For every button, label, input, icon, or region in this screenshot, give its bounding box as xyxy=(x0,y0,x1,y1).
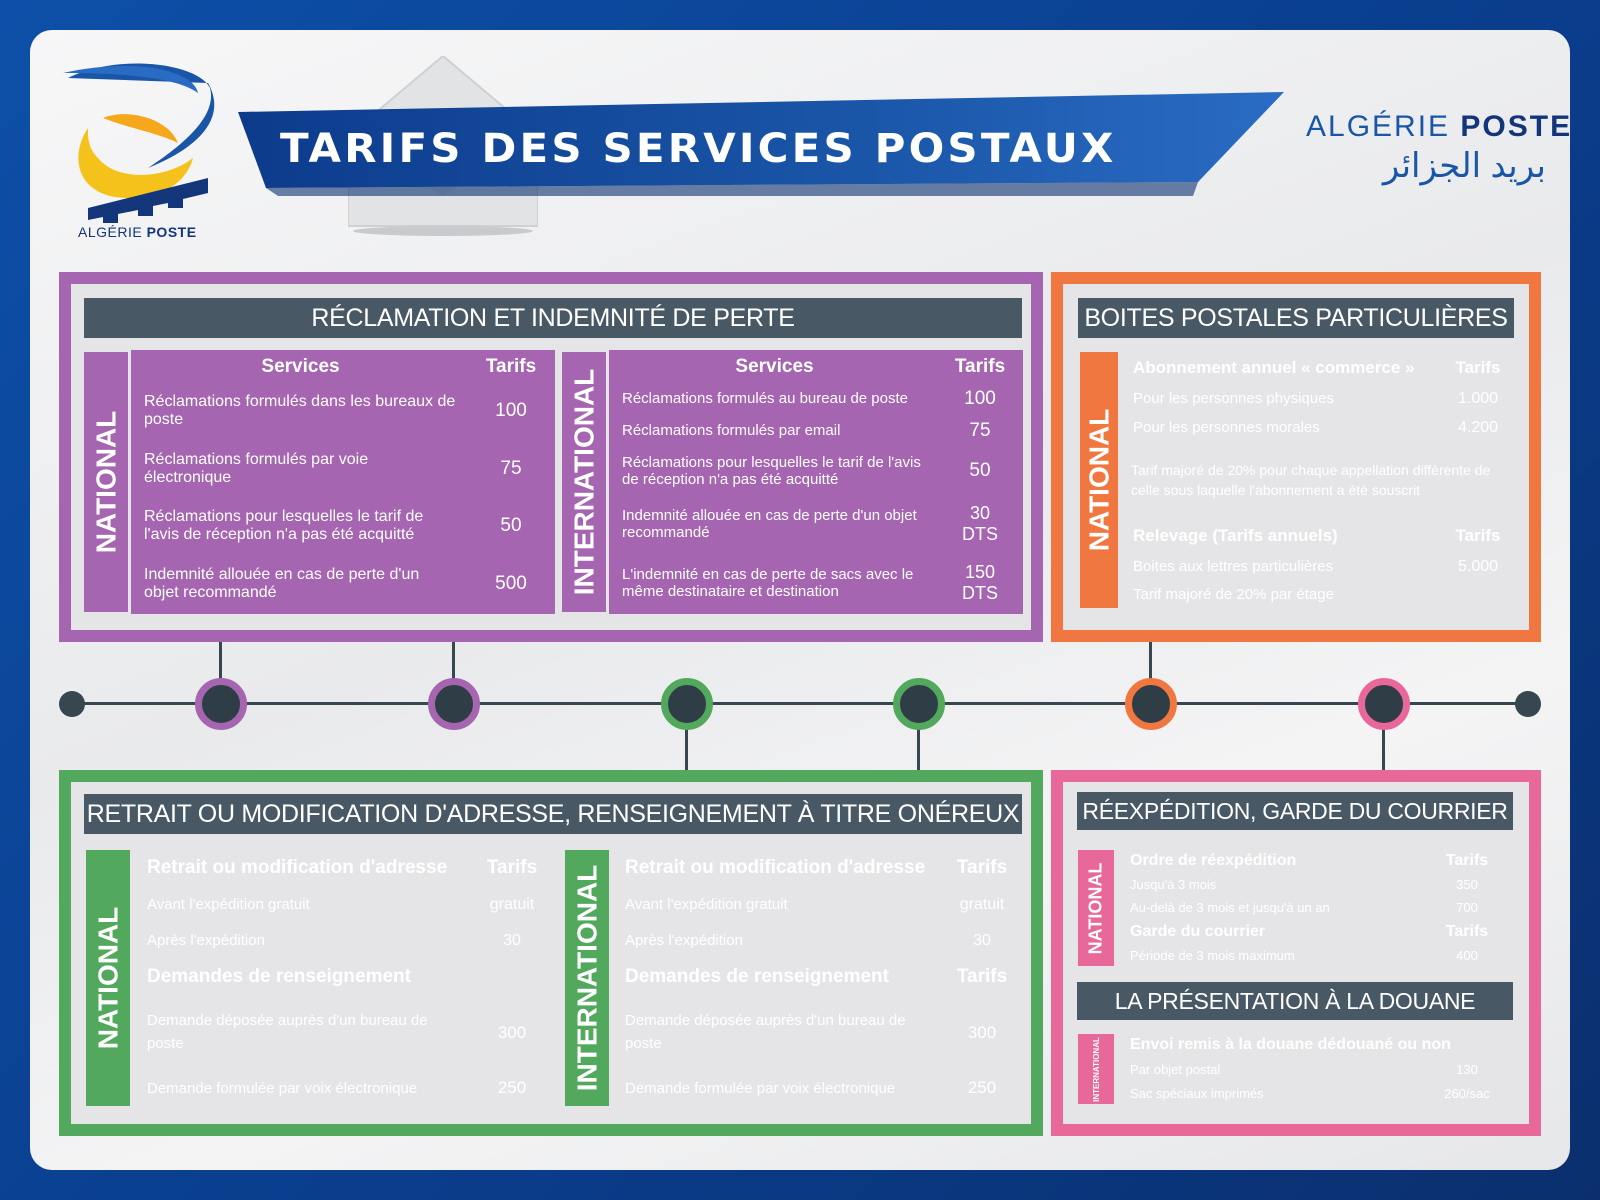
timeline-end-dot xyxy=(59,691,85,717)
reclamation-national-table: Services Tarifs Réclamations formulés da… xyxy=(131,350,555,614)
table-row: Réclamations formulés par voie électroni… xyxy=(144,450,522,486)
reclamation-international-table: Services Tarifs Réclamations formulés au… xyxy=(609,350,1023,614)
connector xyxy=(219,642,222,680)
table-row: Réclamations formulés dans les bureaux d… xyxy=(144,393,527,429)
title-banner xyxy=(238,92,1284,196)
table-row: Réclamations formulés au bureau de poste… xyxy=(622,387,996,409)
reclamation-title: RÉCLAMATION ET INDEMNITÉ DE PERTE xyxy=(84,298,1022,338)
brand-name-ar: بريد الجزائر xyxy=(1382,147,1546,185)
douane-title: LA PRÉSENTATION À LA DOUANE xyxy=(1077,982,1513,1020)
table-row: L'indemnité en cas de perte de sacs avec… xyxy=(622,562,998,604)
table-row: Demande déposée auprès d'un bureau de po… xyxy=(147,1012,527,1052)
algerie-poste-logo-icon xyxy=(63,63,215,223)
table-row: Réclamations pour lesquelles le tarif de… xyxy=(622,453,991,488)
timeline xyxy=(72,702,1528,705)
column-header: Services xyxy=(261,356,340,377)
reclamation-international-label: INTERNATIONAL xyxy=(562,352,606,612)
boites-national-label: NATIONAL xyxy=(1080,352,1118,608)
retrait-title: RETRAIT OU MODIFICATION D'ADRESSE, RENSE… xyxy=(84,794,1022,834)
douane-table: Envoi remis à la douane dédouané ou non … xyxy=(1118,1032,1514,1106)
reclamation-national-label: NATIONAL xyxy=(84,352,128,612)
table-row: Tarif majoré de 20% par étage xyxy=(1133,586,1334,604)
table-row: Indemnité allouée en cas de perte d'un o… xyxy=(144,565,527,601)
column-header: Services xyxy=(735,356,814,377)
connector xyxy=(1382,728,1385,770)
reexpedition-title: RÉEXPÉDITION, GARDE DU COURRIER xyxy=(1077,792,1513,830)
brand-name-fr: ALGÉRIE POSTE xyxy=(1306,110,1573,143)
reexpedition-national-label: NATIONAL xyxy=(1078,850,1114,966)
table-row: Demande déposée auprès d'un bureau de po… xyxy=(625,1012,997,1052)
retrait-national-label: NATIONAL xyxy=(86,850,130,1106)
page-title: TARIFS DES SERVICES POSTAUX xyxy=(280,126,1117,172)
boites-title: BOITES POSTALES PARTICULIÈRES xyxy=(1078,298,1514,338)
connector xyxy=(1149,642,1152,680)
timeline-node xyxy=(1125,678,1177,730)
timeline-end-dot xyxy=(1515,691,1541,717)
connector xyxy=(452,642,455,680)
retrait-international-label: INTERNATIONAL xyxy=(565,850,609,1106)
logo-text: ALGÉRIE POSTE xyxy=(78,224,197,240)
connector xyxy=(917,728,920,770)
column-header: Tarifs xyxy=(485,356,537,377)
table-row: Indemnité allouée en cas de perte d'un o… xyxy=(622,503,998,545)
table-row: Réclamations pour lesquelles le tarif de… xyxy=(144,508,522,544)
table-row: Tarif majoré de 20% pour chaque appellat… xyxy=(1131,462,1491,498)
douane-international-label: INTERNATIONAL xyxy=(1078,1034,1114,1104)
boites-table: Abonnement annuel « commerce »Tarifs Pou… xyxy=(1120,350,1516,610)
timeline-node xyxy=(893,678,945,730)
timeline-node xyxy=(1358,678,1410,730)
timeline-node xyxy=(661,678,713,730)
connector xyxy=(685,728,688,770)
column-header: Tarifs xyxy=(954,356,1006,377)
timeline-node xyxy=(428,678,480,730)
reexpedition-section xyxy=(1051,770,1541,1136)
timeline-node xyxy=(195,678,247,730)
